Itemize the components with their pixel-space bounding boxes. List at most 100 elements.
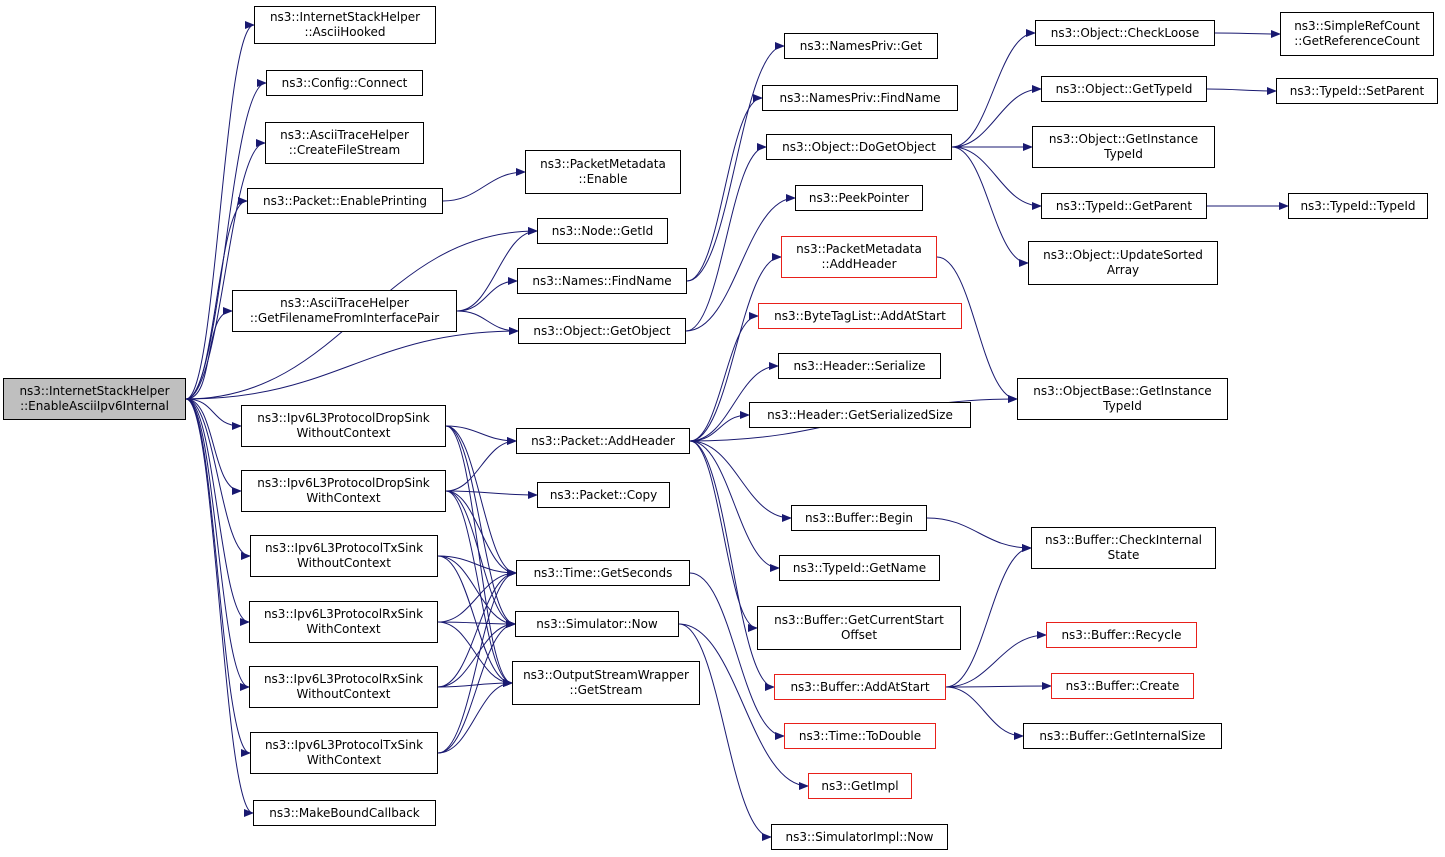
- node-label-line: ns3::GetImpl: [821, 778, 899, 793]
- node-namespriv-findname[interactable]: ns3::NamesPriv::FindName: [762, 85, 958, 111]
- node-label-line: Offset: [840, 628, 878, 642]
- edge-buffer_begin-to-buffer_checkinternalstate: [926, 517, 1032, 552]
- edge-root-to-ish_asciihooked: [185, 21, 255, 400]
- node-label-line: ns3::MakeBoundCallback: [269, 805, 420, 820]
- node-simimpl-now[interactable]: ns3::SimulatorImpl::Now: [771, 824, 948, 850]
- node-label-line: WithoutContext: [296, 426, 391, 440]
- edge-packet_addheader-to-header_serialize: [689, 362, 779, 442]
- node-config-connect[interactable]: ns3::Config::Connect: [266, 70, 423, 96]
- node-label-line: ns3::Ipv6L3ProtocolTxSink: [264, 738, 424, 752]
- edge-root-to-ath_createfilestream: [185, 139, 266, 400]
- node-header-serialize[interactable]: ns3::Header::Serialize: [778, 353, 941, 379]
- node-label-line: WithContext: [306, 491, 381, 505]
- edge-buffer_addatstart-to-buffer_create: [945, 682, 1052, 691]
- node-buffer-recycle[interactable]: ns3::Buffer::Recycle: [1046, 622, 1197, 648]
- node-namespriv-get[interactable]: ns3::NamesPriv::Get: [784, 33, 938, 59]
- node-typeid-typeid[interactable]: ns3::TypeId::TypeId: [1288, 193, 1428, 219]
- edge-packet_addheader-to-pm_addheader: [689, 253, 782, 442]
- edge-drop_without-to-simulator_now: [445, 425, 516, 628]
- node-buffer-getinternalsize[interactable]: ns3::Buffer::GetInternalSize: [1023, 723, 1222, 749]
- node-label-line: ns3::OutputStreamWrapper: [523, 668, 689, 682]
- node-names-findname[interactable]: ns3::Names::FindName: [517, 268, 687, 294]
- node-time-todouble[interactable]: ns3::Time::ToDouble: [784, 723, 936, 749]
- node-label-line: ns3::TypeId::TypeId: [1300, 198, 1416, 213]
- node-label-line: ns3::Object::UpdateSorted: [1043, 248, 1203, 262]
- node-label-line: ns3::ObjectBase::GetInstance: [1033, 384, 1212, 398]
- edge-packet_addheader-to-buffer_begin: [689, 440, 792, 522]
- node-label-line: ns3::InternetStackHelper: [269, 10, 421, 24]
- node-label-line: ns3::PeekPointer: [808, 190, 910, 205]
- node-typeid-getparent[interactable]: ns3::TypeId::GetParent: [1041, 193, 1207, 219]
- node-pm-addheader[interactable]: ns3::PacketMetadata::AddHeader: [781, 236, 937, 278]
- node-label-line: ns3::Object::DoGetObject: [782, 139, 936, 154]
- node-buffer-addatstart[interactable]: ns3::Buffer::AddAtStart: [774, 674, 946, 700]
- edge-rx_with-to-osw_getstream: [437, 621, 513, 687]
- node-label-line: ns3::NamesPriv::Get: [799, 38, 923, 53]
- node-label-line: ns3::Ipv6L3ProtocolRxSink: [263, 672, 424, 686]
- node-typeid-getname[interactable]: ns3::TypeId::GetName: [779, 555, 940, 581]
- node-peekpointer[interactable]: ns3::PeekPointer: [795, 185, 923, 211]
- node-label-line: ns3::Ipv6L3ProtocolDropSink: [257, 476, 430, 490]
- node-typeid-setparent[interactable]: ns3::TypeId::SetParent: [1276, 78, 1438, 104]
- node-label-line: ns3::Node::GetId: [551, 223, 654, 238]
- node-label-line: ns3::TypeId::GetName: [792, 560, 927, 575]
- node-time-getseconds[interactable]: ns3::Time::GetSeconds: [516, 560, 690, 586]
- edge-buffer_addatstart-to-buffer_getinternalsize: [945, 686, 1024, 740]
- node-pm-enable[interactable]: ns3::PacketMetadata::Enable: [525, 150, 681, 194]
- edge-buffer_addatstart-to-buffer_checkinternalstate: [945, 544, 1032, 688]
- node-label-line: ::GetReferenceCount: [1294, 34, 1420, 48]
- node-ath-getfilename[interactable]: ns3::AsciiTraceHelper::GetFilenameFromIn…: [232, 290, 457, 332]
- node-makeboundcallback[interactable]: ns3::MakeBoundCallback: [253, 800, 436, 826]
- node-label-line: ::EnableAsciiIpv6Internal: [20, 399, 169, 413]
- edge-simulator_now-to-simimpl_now: [678, 623, 772, 841]
- node-label-line: ::CreateFileStream: [288, 143, 401, 157]
- node-simulator-now[interactable]: ns3::Simulator::Now: [515, 611, 679, 637]
- node-label-line: ::Enable: [578, 172, 628, 186]
- node-label-line: ns3::Buffer::Recycle: [1061, 627, 1182, 642]
- node-label-line: ns3::Packet::AddHeader: [531, 433, 675, 448]
- node-ish-asciihooked[interactable]: ns3::InternetStackHelper::AsciiHooked: [254, 6, 436, 44]
- edge-object_getobject-to-peekpointer: [685, 194, 796, 332]
- edge-drop_without-to-osw_getstream: [445, 425, 513, 687]
- node-object-gettypeid[interactable]: ns3::Object::GetTypeId: [1041, 76, 1207, 102]
- node-object-dogetobject[interactable]: ns3::Object::DoGetObject: [766, 134, 952, 160]
- node-packet-enableprinting[interactable]: ns3::Packet::EnablePrinting: [247, 188, 443, 214]
- node-header-getserializedsize[interactable]: ns3::Header::GetSerializedSize: [749, 402, 971, 428]
- node-label-line: ns3::ByteTagList::AddAtStart: [774, 308, 946, 323]
- node-node-getid[interactable]: ns3::Node::GetId: [537, 218, 668, 244]
- node-osw-getstream[interactable]: ns3::OutputStreamWrapper::GetStream: [512, 661, 700, 705]
- node-packet-addheader[interactable]: ns3::Packet::AddHeader: [516, 428, 690, 454]
- node-label-line: WithContext: [306, 753, 382, 767]
- node-label-line: ns3::Object::CheckLoose: [1050, 25, 1200, 40]
- edge-root-to-drop_with: [185, 398, 242, 495]
- node-label-line: ::GetFilenameFromInterfacePair: [249, 311, 440, 325]
- node-object-getobject[interactable]: ns3::Object::GetObject: [518, 318, 686, 344]
- node-buffer-begin[interactable]: ns3::Buffer::Begin: [791, 505, 927, 531]
- node-label-line: ns3::TypeId::SetParent: [1289, 83, 1425, 98]
- node-ath-createfilestream[interactable]: ns3::AsciiTraceHelper::CreateFileStream: [265, 122, 424, 164]
- node-label-line: ns3::Config::Connect: [281, 75, 408, 90]
- node-src-getreferencecount[interactable]: ns3::SimpleRefCount::GetReferenceCount: [1280, 12, 1434, 56]
- edge-rx_without-to-simulator_now: [437, 620, 516, 688]
- node-btl-addatstart[interactable]: ns3::ByteTagList::AddAtStart: [758, 303, 962, 329]
- node-object-checkloose[interactable]: ns3::Object::CheckLoose: [1035, 20, 1215, 46]
- node-getimpl[interactable]: ns3::GetImpl: [808, 773, 912, 799]
- node-buffer-create[interactable]: ns3::Buffer::Create: [1051, 673, 1194, 699]
- edge-packet_enableprinting-to-pm_enable: [442, 168, 526, 202]
- node-root[interactable]: ns3::InternetStackHelper::EnableAsciiIpv…: [3, 378, 186, 420]
- node-label-line: ::AddHeader: [821, 257, 897, 271]
- edge-tx_without-to-simulator_now: [437, 555, 516, 628]
- node-packet-copy[interactable]: ns3::Packet::Copy: [537, 482, 670, 508]
- node-label-line: ns3::PacketMetadata: [796, 242, 922, 256]
